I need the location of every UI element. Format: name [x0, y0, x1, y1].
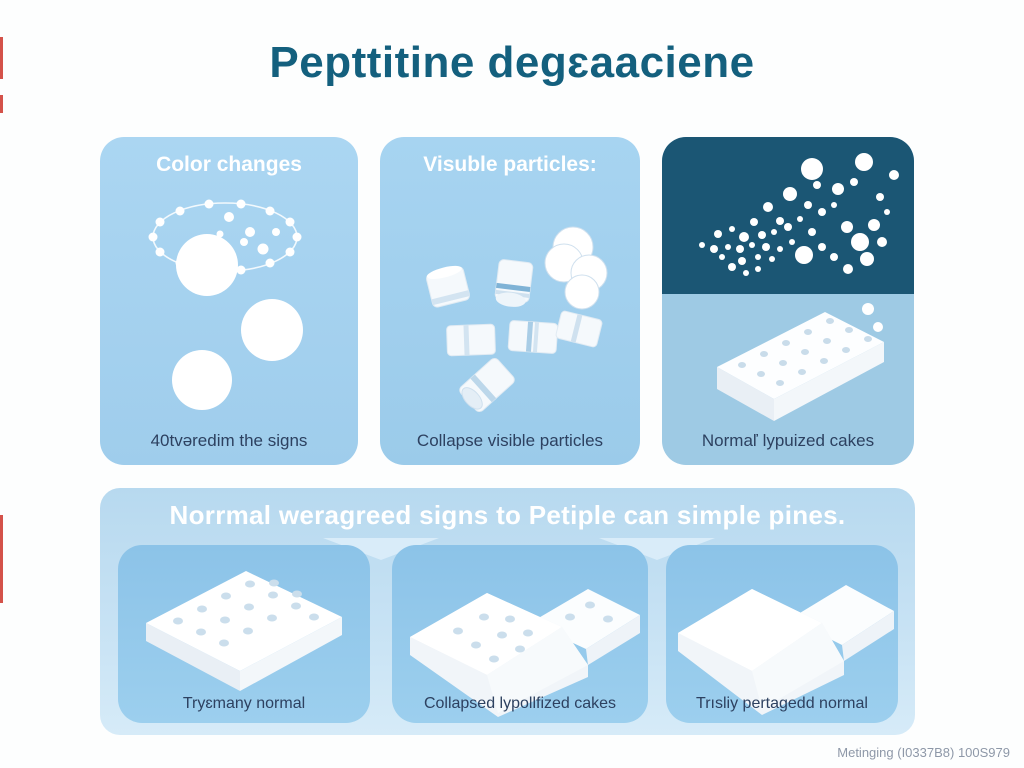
panel-caption: Normaľ lypuized cakes — [701, 431, 875, 450]
subpanel-caption: Trısliy pertagedd normal — [696, 695, 868, 712]
bottom-banner-text: Norrmal weragreed signs to Petiple can s… — [169, 500, 846, 530]
lyophilized-cake-graphic — [717, 312, 884, 421]
molecule-ring-graphic — [148, 199, 303, 410]
subpanel-caption: Tryɛmany normal — [182, 695, 306, 712]
edge-artifact-mark — [0, 37, 3, 79]
watermark-text: Metinging (I0337B8) 100S979 — [837, 745, 1010, 760]
collapsed-cake-graphic — [678, 585, 894, 715]
panel-caption: 40tvəredim the signs — [150, 431, 308, 450]
edge-artifact-mark — [0, 95, 3, 113]
vials-particles-graphic — [426, 226, 608, 413]
particle-spray-graphic — [662, 137, 914, 421]
bottom-section: Norrmal weragreed signs to Petiple can s… — [100, 488, 915, 735]
subpanel-normal-cake: Tryɛmany normal — [118, 545, 370, 723]
panel-color-changes: Color changes 40tvəredim the signs — [100, 137, 358, 465]
subpanel-caption: Collapsed lypollfized cakes — [423, 695, 617, 712]
subpanel-collapsed-cake: Collapsed lypollfized cakes — [392, 545, 648, 723]
lyophilized-cake-graphic — [146, 571, 342, 691]
panel-caption: Collapse visible particles — [416, 431, 604, 450]
edge-artifact-mark — [0, 515, 3, 603]
panel-header: Color changes — [156, 153, 302, 176]
panel-lyophilized-cake: Normaľ lypuized cakes — [662, 137, 914, 465]
panel-header: Visuble particles: — [423, 153, 597, 176]
collapsed-cake-graphic — [410, 589, 640, 717]
subpanel-collapsed-cake-plain: Trısliy pertagedd normal — [666, 545, 898, 723]
panel-visible-particles: Visuble particles: Collapse visible part… — [380, 137, 640, 465]
page-title: Pepttitine degɛaaciene — [269, 38, 755, 87]
